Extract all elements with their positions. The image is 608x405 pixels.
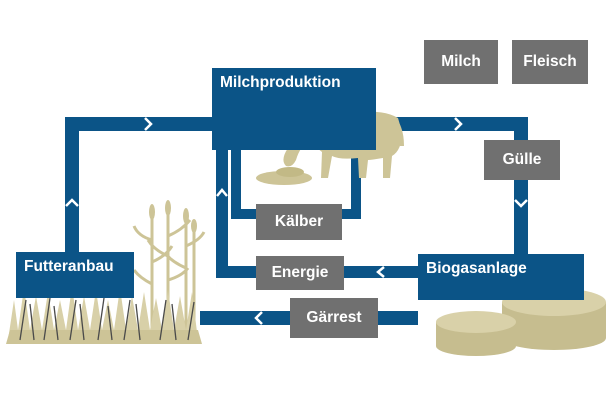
chevron-left-icon <box>254 311 263 325</box>
node-biogasanlage-label: Biogasanlage <box>426 260 527 277</box>
node-biogasanlage: Biogasanlage <box>418 254 584 300</box>
label-milch: Milch <box>424 40 498 84</box>
chevron-up-icon <box>65 198 79 207</box>
label-gaerrest: Gärrest <box>290 298 378 338</box>
grass-icon <box>6 286 202 344</box>
chevron-right-icon <box>144 117 153 131</box>
node-futteranbau: Futteranbau <box>16 252 134 298</box>
label-energie: Energie <box>256 256 344 290</box>
label-guelle: Gülle <box>484 140 560 180</box>
label-fleisch: Fleisch <box>512 40 588 84</box>
node-milchproduktion: Milchproduktion <box>212 68 376 150</box>
corn-tassels <box>149 200 197 233</box>
chevron-left-icon <box>376 266 385 278</box>
direction-chevrons <box>65 117 528 325</box>
chevron-up-icon <box>216 188 228 197</box>
chevron-down-icon <box>514 199 528 208</box>
flow-milch-to-biogas <box>376 117 528 258</box>
feed-pile-icon <box>256 167 312 185</box>
node-futteranbau-label: Futteranbau <box>24 258 114 275</box>
flow-futter-to-milch <box>65 117 212 258</box>
node-milchproduktion-label: Milchproduktion <box>220 74 341 91</box>
label-kaelber: Kälber <box>256 204 342 240</box>
biogas-tanks-icon <box>436 288 606 356</box>
chevron-right-icon <box>454 117 463 131</box>
